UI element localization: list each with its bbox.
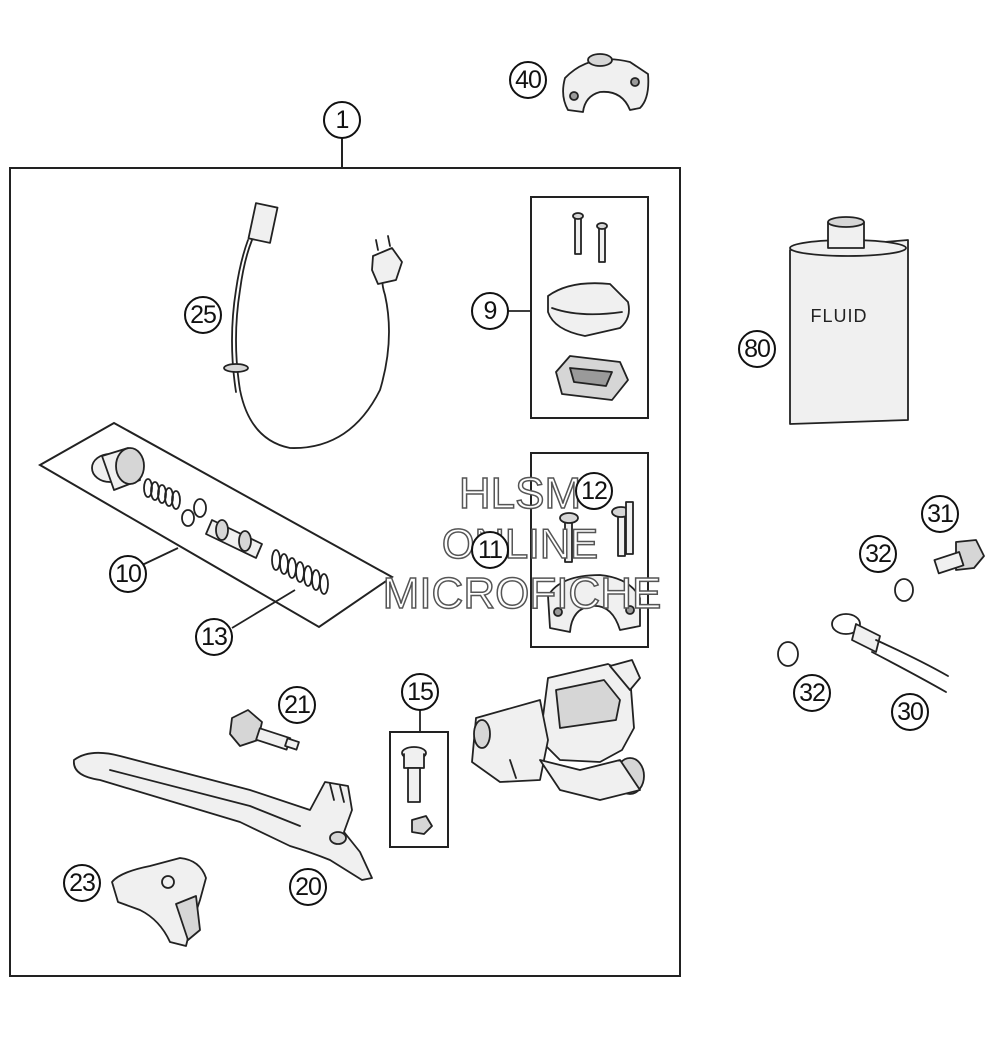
callout-20-label: 20 xyxy=(295,873,321,901)
callout-13-label: 13 xyxy=(201,623,227,651)
callout-9: 9 xyxy=(471,292,509,330)
callout-25-label: 25 xyxy=(190,301,216,329)
callout-30: 30 xyxy=(891,693,929,731)
piston-kit-part xyxy=(91,447,329,595)
callout-40: 40 xyxy=(509,61,547,99)
callout-10-label: 10 xyxy=(115,560,141,588)
sealing-washer-lower xyxy=(777,641,799,667)
callout-12: 12 xyxy=(575,472,613,510)
callout-23: 23 xyxy=(63,864,101,902)
callout-80: 80 xyxy=(738,330,776,368)
callout-10: 10 xyxy=(109,555,147,593)
lever-cover-part xyxy=(111,857,207,947)
reservoir-cover-kit-box xyxy=(530,196,649,419)
callout-20: 20 xyxy=(289,868,327,906)
callout-32-lower-label: 32 xyxy=(799,679,825,707)
callout-1: 1 xyxy=(323,101,361,139)
fluid-bottle-label: FLUID xyxy=(810,306,867,326)
watermark: HLSM ONLINE MICROFICHE xyxy=(382,468,662,619)
callout-31: 31 xyxy=(921,495,959,533)
callout-15-label: 15 xyxy=(407,678,433,706)
callout-32-upper-label: 32 xyxy=(865,540,891,568)
sealing-washer-upper xyxy=(894,578,914,602)
adjuster-screw-part xyxy=(229,709,300,751)
clamp-kit-part xyxy=(547,501,641,633)
callout-13: 13 xyxy=(195,618,233,656)
callout-80-label: 80 xyxy=(744,335,770,363)
switch-cable-part xyxy=(223,202,403,449)
callout-11-label: 11 xyxy=(478,536,502,564)
callout-9-label: 9 xyxy=(484,297,497,325)
pivot-bolt-part xyxy=(401,746,433,835)
hand-lever-part xyxy=(73,751,373,881)
watermark-line3: MICROFICHE xyxy=(383,569,662,618)
brake-line-part xyxy=(831,613,949,693)
piston-kit-box xyxy=(37,421,394,629)
callout-31-label: 31 xyxy=(927,500,953,528)
watermark-line2: ONLINE xyxy=(442,520,598,567)
callout-32-lower: 32 xyxy=(793,674,831,712)
master-cylinder-body-part xyxy=(471,659,645,801)
assembly-frame xyxy=(9,167,681,977)
callout-15: 15 xyxy=(401,673,439,711)
leader-13 xyxy=(231,589,296,629)
brake-fluid-bottle-part xyxy=(789,216,909,425)
callout-25: 25 xyxy=(184,296,222,334)
handlebar-clamp-part xyxy=(562,53,650,113)
callout-32-upper: 32 xyxy=(859,535,897,573)
watermark-line1: HLSM xyxy=(459,469,581,518)
callout-21-label: 21 xyxy=(284,691,310,719)
callout-40-label: 40 xyxy=(515,66,541,94)
clamp-kit-box xyxy=(530,452,649,648)
banjo-bolt-part xyxy=(933,539,985,575)
callout-12-label: 12 xyxy=(581,477,607,505)
reservoir-cover-kit-part xyxy=(547,212,630,401)
callout-23-label: 23 xyxy=(69,869,95,897)
callout-11: 11 xyxy=(471,531,509,569)
callout-21: 21 xyxy=(278,686,316,724)
leader-10 xyxy=(139,547,179,567)
pivot-bolt-kit-box xyxy=(389,731,449,848)
callout-30-label: 30 xyxy=(897,698,923,726)
callout-1-label: 1 xyxy=(336,106,349,134)
